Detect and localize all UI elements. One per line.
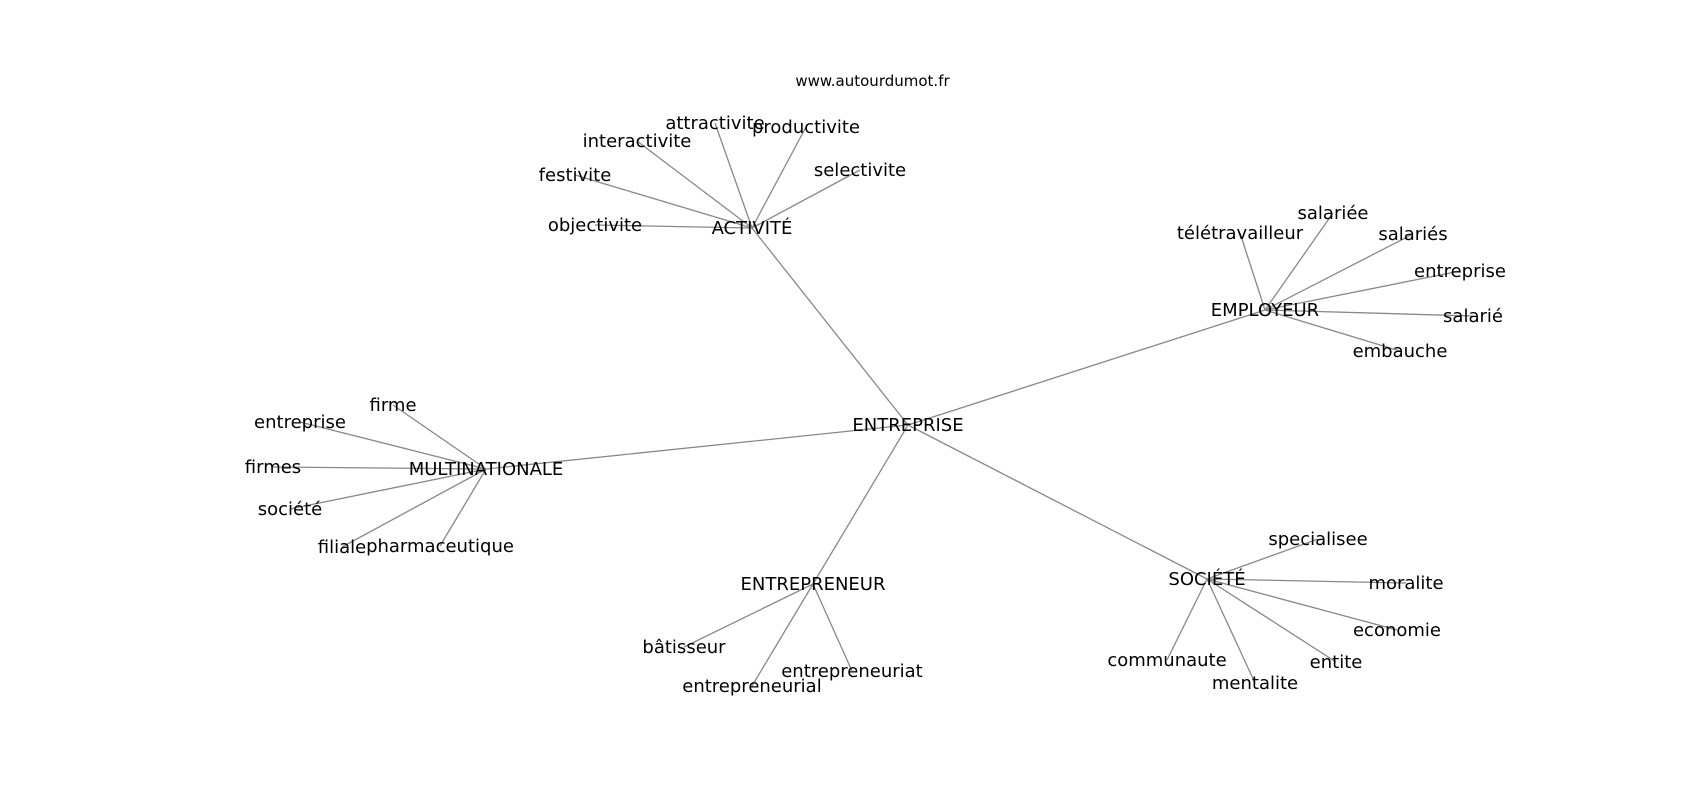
edge-center-employeur (907, 309, 1266, 426)
edge-societe-specialisee (1206, 538, 1319, 580)
edge-activite-objectivite (594, 224, 753, 229)
word-node-salaries: salariés (1378, 224, 1447, 245)
edge-center-entrepreneur (812, 424, 909, 585)
word-node-firme: firme (369, 395, 416, 416)
center-node: ENTREPRISE (852, 415, 963, 436)
edge-multinationale-pharmaceutique (439, 468, 487, 547)
labels: ENTREPRISE ACTIVITÉ objectivite festivite in… (245, 113, 1506, 697)
edge-multinationale-firme (392, 404, 487, 470)
word-node-objectivite: objectivite (548, 215, 642, 236)
edge-entrepreneur-entrepreneuriat (812, 583, 853, 672)
edge-entrepreneur-entrepreneurial (751, 583, 814, 687)
edge-center-multinationale (485, 424, 909, 470)
edge-employeur-embauche (1264, 309, 1401, 352)
word-node-interactivite: interactivite (583, 131, 692, 152)
word-node-entrepreneuriat: entrepreneuriat (781, 661, 923, 682)
word-node-selectivite: selectivite (814, 160, 906, 181)
edge-societe-moralite (1206, 578, 1407, 584)
edge-societe-entite (1206, 578, 1337, 663)
word-node-filiale: filiale (318, 537, 366, 558)
edge-societe-economie (1206, 578, 1398, 631)
edge-multinationale-filiale (341, 468, 487, 548)
word-node-entreprise: entreprise (1414, 261, 1506, 282)
word-node-salariee: salariée (1298, 203, 1369, 224)
word-node-batisseur: bâtisseur (642, 637, 726, 658)
edge-multinationale-firmes (272, 466, 487, 470)
edge-center-activite (751, 227, 909, 426)
edge-center-societe (907, 424, 1208, 580)
edge-activite-festivite (574, 174, 753, 229)
word-node-entrepreneurial: entrepreneurial (682, 676, 821, 697)
word-node-festivite: festivite (539, 165, 612, 186)
edge-societe-communaute (1166, 578, 1208, 661)
edge-societe-mentalite (1206, 578, 1256, 684)
word-node-pharmaceutique: pharmaceutique (366, 536, 514, 557)
cluster-node-employeur: EMPLOYEUR (1211, 300, 1319, 321)
word-node-societe: société (258, 499, 323, 520)
edge-entrepreneur-batisseur (683, 583, 814, 648)
cluster-node-multinationale: MULTINATIONALE (409, 459, 564, 480)
source-label: www.autourdumot.fr (795, 72, 950, 90)
edge-activite-selectivite (751, 169, 861, 229)
edge-activite-attractivite (714, 122, 753, 229)
word-node-firmes: firmes (245, 457, 301, 478)
word-node-moralite: moralite (1368, 573, 1443, 594)
edge-multinationale-societe (289, 468, 487, 510)
word-node-economie: economie (1353, 620, 1441, 641)
word-node-specialisee: specialisee (1268, 529, 1367, 550)
edge-employeur-salariee (1264, 212, 1334, 311)
word-node-attractivite: attractivite (665, 113, 764, 134)
word-node-productivite: productivite (752, 117, 860, 138)
edge-activite-interactivite (636, 140, 753, 229)
word-node-entite: entite (1310, 652, 1363, 673)
edges (272, 122, 1474, 687)
edge-employeur-teletravailleur (1239, 232, 1266, 311)
edge-multinationale-entreprise (299, 421, 487, 470)
word-node-salarie: salarié (1443, 306, 1503, 327)
word-node-mentalite: mentalite (1212, 673, 1298, 694)
edge-employeur-salaries (1264, 233, 1414, 311)
word-node-communaute: communaute (1107, 650, 1226, 671)
word-node-teletravailleur: télétravailleur (1177, 223, 1304, 244)
word-node-embauche: embauche (1353, 341, 1448, 362)
word-node-entreprise: entreprise (254, 412, 346, 433)
cluster-node-entrepreneur: ENTREPRENEUR (741, 574, 886, 595)
edge-activite-productivite (751, 126, 807, 229)
cluster-node-societe: SOCIÉTÉ (1168, 568, 1245, 590)
edge-employeur-salarie (1264, 309, 1474, 317)
cluster-node-activite: ACTIVITÉ (712, 217, 793, 239)
edge-employeur-entreprise (1264, 270, 1461, 311)
